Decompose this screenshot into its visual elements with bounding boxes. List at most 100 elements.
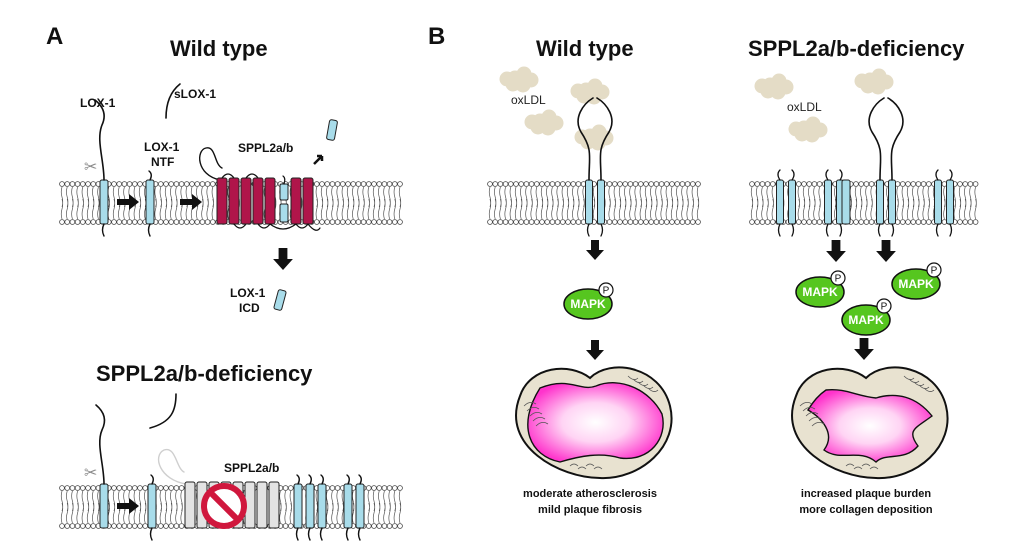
lipid-head [158,523,164,529]
lipid-head [559,181,566,187]
lipid-head [669,181,675,187]
ntf-stub-accum [296,474,300,485]
lipid-head [806,219,812,225]
receptor-tail [586,223,590,237]
lipid-head [575,181,582,187]
lipid-head [853,181,859,187]
lox1-stalk-def [95,404,106,485]
phospho-label: P [603,286,610,297]
lipid-head [339,219,346,225]
sppl-loop-ghost [157,448,187,485]
lipid-head [972,181,979,187]
lipid-head [324,181,331,187]
sppl-linker [245,173,259,179]
ntf-tail [147,223,151,237]
lipid-head [184,181,190,187]
lipid-head [313,219,320,225]
transmembrane-helix [824,179,832,225]
receptor-tail [891,223,895,237]
lipid-head [497,181,504,187]
transmembrane-helix [216,177,228,225]
label-lox1: LOX-1 [80,96,116,110]
lipid-head [189,219,195,225]
caption-wt-1: moderate atherosclerosis [523,488,657,500]
sppl-linker [257,223,271,229]
lipid-head [324,219,331,225]
lipid-head [962,181,968,187]
receptor-stub [791,169,795,181]
oxldl-particle [524,114,540,130]
lipid-head [497,219,504,225]
slox1-fragment-def [149,393,177,429]
receptor-tail [600,223,604,237]
lipid-head [518,219,524,225]
lipid-head [199,219,206,225]
lipid-head [523,181,530,187]
lipid-head [811,181,818,187]
lipid-head [178,181,185,187]
substrate-top [279,183,289,201]
small-arrow [313,154,324,165]
lipid-head [69,219,76,225]
lipid-head [816,181,823,187]
lipid-head [920,219,927,225]
sppl-loop [199,147,223,181]
arrow-down-icd [273,248,293,270]
transmembrane-helix [240,177,252,225]
transmembrane-helix [597,179,605,225]
lipid-head [111,181,117,187]
lipid-head [194,219,201,225]
transmembrane-helix [184,481,196,529]
transmembrane-helix [888,179,896,225]
lipid-head [334,523,341,529]
lipid-head [116,181,122,187]
transmembrane-helix [228,177,240,225]
lipid-head [549,181,556,187]
lipid-head [80,219,86,225]
lipid-head [905,219,911,225]
lipid-head [371,219,377,225]
lipid-head [905,181,911,187]
lipid-head [381,485,388,491]
oxldl-particle [499,71,515,87]
lipid-head [570,181,576,187]
transmembrane-helix [99,483,109,529]
lipid-head [487,181,493,187]
lipid-head [132,181,138,187]
lipid-head [695,219,701,225]
lipid-head [868,181,875,187]
transmembrane-helix [145,179,155,225]
panel-a-deficiency-title: SPPL2a/b-deficiency [96,361,313,386]
lipid-head [173,219,180,225]
mapk-ellipse [795,276,845,308]
lipid-head [920,181,927,187]
receptor-stalk [596,97,613,181]
ntf-tail-accum [307,527,311,541]
lipid-head [962,219,968,225]
lipid-head [137,485,143,491]
label-icd-1: LOX-1 [230,286,266,300]
lipid-head [868,219,875,225]
transmembrane-helix [99,179,109,225]
lipid-head [554,219,561,225]
lipid-head [142,523,149,529]
lipid-head [653,181,660,187]
lipid-head [754,219,760,225]
lipid-head [132,523,138,529]
lipid-head [391,523,398,529]
label-ntf-2: NTF [151,155,174,169]
lipid-head [611,219,618,225]
oxldl-particle [570,83,586,99]
lipid-head [376,485,383,491]
transmembrane-helix [776,179,784,225]
lipid-head [189,181,195,187]
lipid-head [544,181,550,187]
lipid-head [163,485,169,491]
lipid-head [74,181,81,187]
lipid-head [653,219,660,225]
arrow-right-1 [117,194,139,210]
lipid-head [329,523,336,529]
receptor-tail [777,223,781,237]
lipid-head [759,181,766,187]
lipid-head [345,181,351,187]
